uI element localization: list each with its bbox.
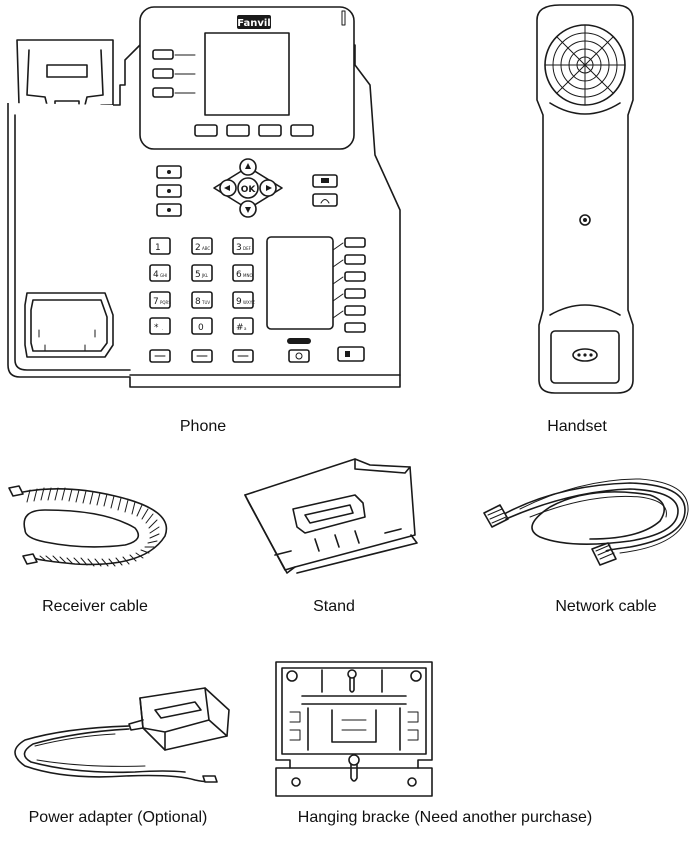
key-3-label: 3 (236, 243, 242, 253)
key-3-sub: DEF (243, 246, 252, 251)
item-caption-receiver-cable: Receiver cable (42, 598, 148, 615)
dss-keys (332, 237, 366, 333)
soft-keys (194, 124, 314, 137)
key-9-sub: WXYZ (243, 300, 255, 305)
key-4-sub: GHI (160, 273, 167, 278)
wall-bracket-illustration (272, 660, 437, 800)
line-keys (152, 49, 196, 98)
key-hash-sub: a (244, 326, 247, 331)
key-9-label: 9 (236, 297, 242, 307)
speaker-grille (544, 24, 626, 106)
item-caption-phone: Phone (179, 418, 227, 435)
item-caption-handset: Handset (547, 418, 607, 435)
key-1-label: 1 (155, 243, 161, 253)
key-5-sub: JKL (201, 273, 209, 278)
key-7-label: 7 (153, 297, 159, 307)
key-star-label: * (154, 323, 159, 333)
item-caption-wall-bracket: Hanging bracke (Need another purchase) (297, 809, 593, 826)
navigation-keys: OK (213, 158, 283, 218)
item-caption-stand: Stand (313, 598, 355, 615)
key-6-label: 6 (236, 270, 242, 280)
key-star-sub: . (162, 326, 163, 331)
key-4-label: 4 (153, 270, 159, 280)
power-adapter-illustration (5, 680, 235, 790)
key-0-label: 0 (198, 323, 204, 333)
key-8-sub: TUV (201, 300, 210, 305)
key-2-label: 2 (195, 243, 201, 253)
item-caption-power-adapter: Power adapter (Optional) (28, 809, 208, 826)
key-8-label: 8 (195, 297, 201, 307)
key-2-sub: ABC (202, 246, 210, 251)
handset-illustration (525, 4, 645, 395)
key-5-label: 5 (195, 270, 201, 280)
item-caption-network-cable: Network cable (555, 598, 657, 615)
key-7-sub: PQRS (160, 300, 171, 305)
nav-ok-label: OK (241, 185, 257, 195)
key-hash-label: # (236, 323, 244, 333)
dial-keypad: 1 2 ABC 3 DEF 4 GHI 5 JKL 6 MNO 7 PQRS (149, 237, 255, 335)
stand-illustration (235, 455, 430, 575)
coiled-cable-illustration (5, 480, 185, 575)
key-6-sub: MNO (243, 273, 253, 278)
phone-illustration: Fanvil OK (5, 5, 410, 390)
brand-logo: Fanvil (237, 18, 271, 29)
network-cable-illustration (480, 465, 690, 575)
